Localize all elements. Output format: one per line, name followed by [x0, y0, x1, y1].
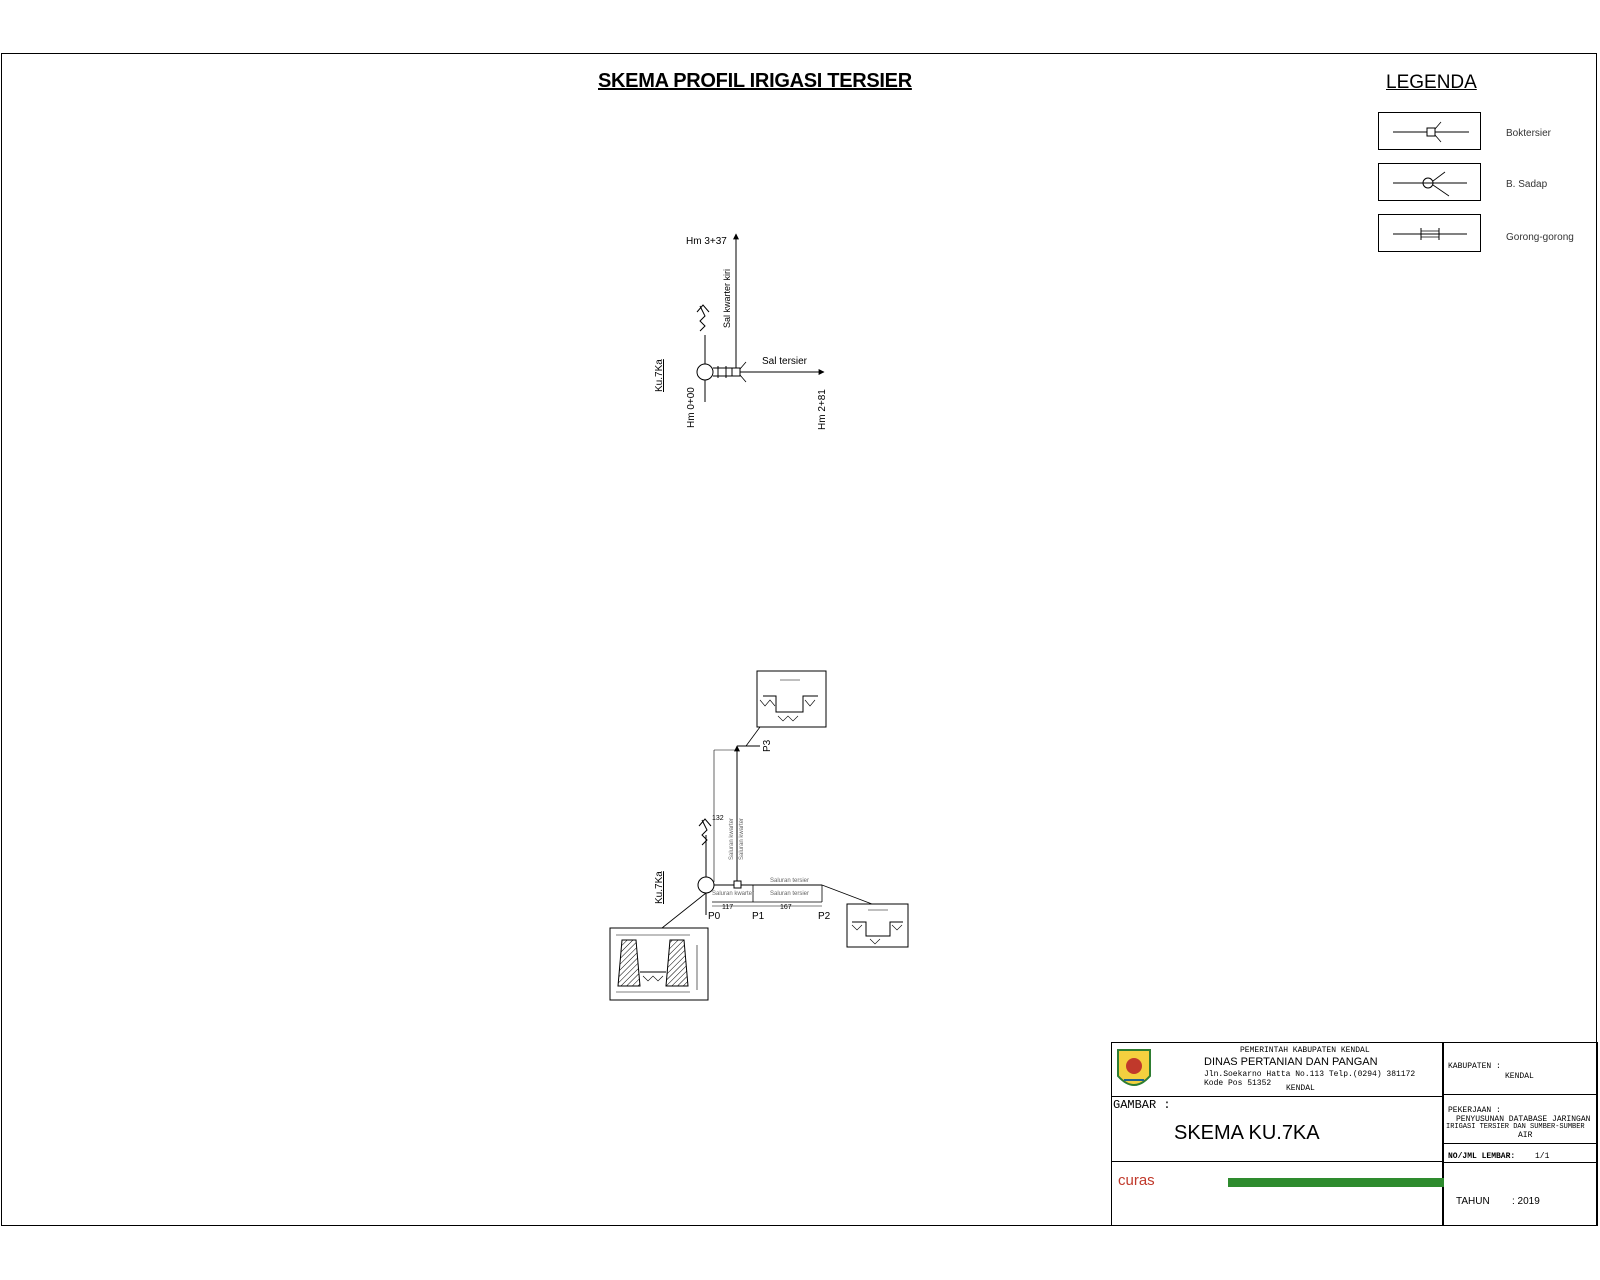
tb-pekerjaan-1: PENYUSUNAN DATABASE JARINGAN	[1456, 1115, 1591, 1124]
box-tersier-icon	[1393, 121, 1469, 143]
tb-tahun-label: TAHUN	[1456, 1196, 1490, 1207]
sal-tersier-label: Sal tersier	[762, 356, 808, 367]
profile-node-label: Ku.7Ka	[654, 871, 665, 904]
tb-gov: PEMERINTAH KABUPATEN KENDAL	[1240, 1046, 1370, 1055]
consultant-green-bar	[1228, 1178, 1444, 1187]
legend-title: LEGENDA	[1386, 72, 1477, 93]
flow-direction-icon	[699, 305, 706, 332]
kendal-emblem-icon	[1117, 1049, 1151, 1086]
tb-tahun-value: : 2019	[1512, 1196, 1540, 1207]
legend-label-tersier: Boktersier	[1506, 128, 1552, 139]
tb-kabupaten-value: KENDAL	[1505, 1072, 1534, 1081]
tb-gambar-value: SKEMA KU.7KA	[1174, 1122, 1320, 1144]
tb-gambar-label: GAMBAR :	[1113, 1098, 1171, 1112]
sadap-node-icon	[696, 363, 714, 381]
legend-label-gorong: Gorong-gorong	[1506, 232, 1574, 243]
legend-label-sadap: B. Sadap	[1506, 179, 1548, 190]
box-tersier-node-icon	[731, 367, 741, 377]
profile-flow-icon	[701, 819, 708, 846]
svg-text:Saluran kwarter: Saluran kwarter	[739, 818, 745, 860]
drawing-title: SKEMA PROFIL IRIGASI TERSIER	[598, 70, 912, 92]
node-label: Ku.7Ka	[654, 359, 665, 392]
legend-box-sadap	[1378, 163, 1481, 201]
tb-pekerjaan-2: IRIGASI TERSIER DAN SUMBER-SUMBER	[1446, 1123, 1585, 1131]
point-p1: P1	[752, 911, 765, 922]
tb-city: KENDAL	[1286, 1084, 1315, 1093]
tb-pekerjaan-label: PEKERJAAN :	[1448, 1106, 1501, 1115]
consultant-logo: curas	[1118, 1172, 1155, 1189]
tb-tahun-cell	[1443, 1162, 1598, 1226]
tb-kabupaten-label: KABUPATEN :	[1448, 1062, 1501, 1071]
tb-address: Jln.Soekarno Hatta No.113 Telp.(0294) 38…	[1204, 1070, 1416, 1079]
dist-p0-p1: 117	[722, 904, 733, 911]
tb-lembar-label: NO/JML LEMBAR:	[1448, 1152, 1516, 1161]
legend-box-gorong	[1378, 214, 1481, 252]
cross-section-p0	[609, 927, 709, 1001]
bangunan-sadap-icon	[1393, 171, 1467, 197]
dist-vertical: 132	[712, 815, 724, 822]
tb-lembar-value: 1/1	[1535, 1152, 1550, 1161]
point-p2: P2	[818, 911, 831, 922]
lower-profile: Saluran tersier Saluran tersier Saluran …	[609, 670, 909, 1001]
dist-p1-p2: 167	[780, 904, 792, 911]
profile-box-tersier-icon	[733, 880, 742, 889]
gorong-gorong-icon	[1393, 228, 1467, 240]
hm-end-label: Hm 2+81	[817, 389, 828, 430]
svg-text:Saluran kwarter: Saluran kwarter	[729, 818, 735, 860]
hm-start-label: Hm 0+00	[686, 387, 697, 428]
sal-kwarter-label: Sal kwarter kiri	[722, 269, 732, 328]
upper-schema: Hm 3+37 Sal tersier Sal kwarter kiri Ku.…	[654, 233, 828, 430]
tb-logo-cell	[1111, 1161, 1443, 1226]
tb-pekerjaan-3: AIR	[1518, 1131, 1533, 1140]
cross-section-p3	[756, 670, 827, 728]
svg-text:Saluran kwarter: Saluran kwarter	[712, 891, 754, 897]
point-p0: P0	[708, 911, 721, 922]
svg-text:Saluran tersier: Saluran tersier	[770, 878, 809, 884]
point-p3: P3	[762, 739, 773, 752]
drawing-frame	[1, 53, 1597, 1226]
tb-postal: Kode Pos 51352	[1204, 1079, 1272, 1088]
svg-text:Saluran tersier: Saluran tersier	[770, 891, 809, 897]
hm-top-label: Hm 3+37	[686, 236, 727, 247]
legend-box-tersier	[1378, 112, 1481, 150]
tb-dept: DINAS PERTANIAN DAN PANGAN	[1204, 1056, 1378, 1068]
cross-section-p2	[846, 903, 909, 948]
